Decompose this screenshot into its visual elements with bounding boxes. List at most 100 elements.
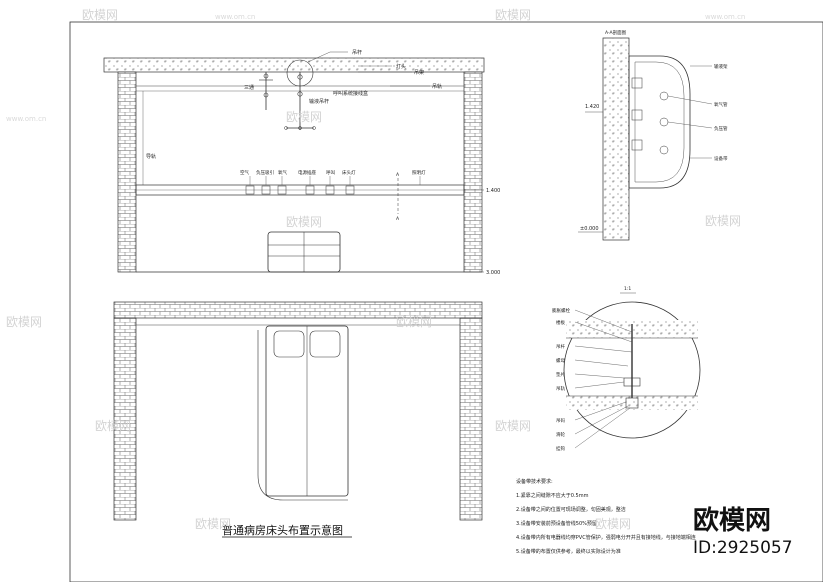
iv-hook [298,126,302,130]
section-pipe [659,145,669,155]
label-hanger-rod: 吊杆 [352,49,362,56]
elevation-left-side: 3.000 [486,270,500,276]
label-oxygen: 氧气 [278,169,287,176]
elevation-floor: ±0.000 [580,226,599,232]
plan-pillow [273,330,305,358]
leader-line [574,359,629,367]
leader-line [574,321,633,343]
drawing-frame [69,21,823,582]
leader-line [574,345,633,353]
detail-scale: 1:1 [624,286,631,292]
label-vacuum-pipe: 负压管 [714,125,728,132]
label-ceiling-rail: 吊轨 [432,83,442,90]
right-wall [463,71,483,273]
section-duct [631,77,643,89]
outlet-oxygen [277,185,287,195]
detail-leader [307,51,331,63]
label-call-box: 呼叫系统接线盒 [333,90,368,97]
watermark-layer: 欧模网 www.om.cn 欧模网 www.om.cn www.om.cn 欧模… [6,8,745,531]
plan-right-wall [459,317,483,521]
leader-line [574,405,629,435]
watermark-site: www.om.cn [705,13,745,21]
section-mark: A [396,216,400,222]
label-bracket: 吊架 [414,70,424,76]
section-label: A-A剖面图 [605,29,627,36]
elevation-upper-right: 1.420 [585,104,599,110]
outlet-vacuum [261,185,271,195]
detail-lower-slab [566,396,698,410]
watermark-brand: 欧模网 [705,214,741,228]
label-rail: 吊轨 [556,385,565,392]
label-bedlamp: 床头灯 [342,169,356,176]
watermark-brand: 欧模网 [6,315,42,329]
watermark-brand: 欧模网 [82,8,118,22]
label-clip: 吊码 [556,417,565,424]
technical-notes: 设备带技术要求: 1.紧靠之间缝隙不应大于0.5mm 2.设备带之间的位置可现场… [516,478,696,555]
detail-view: 1:1 膨胀螺栓 楼板 吊杆 螺母 垫片 吊轨 吊码 滑轮 挂钩 [552,286,701,452]
upper-elevation-view: 吊杆 灯头 吊架 三通 输液吊杆 呼叫系统接线盒 吊轨 导轨 空气 负压吸引 氧… [103,49,500,276]
label-air: 空气 [240,169,249,176]
label-washer: 垫片 [556,371,565,378]
watermark-brand: 欧模网 [95,419,131,433]
notes-title: 设备带技术要求: [516,478,553,485]
label-guide-rail: 导轨 [146,153,156,160]
equipment-band-inner [634,61,685,183]
detail-callout-circle [286,59,314,87]
label-nut: 螺母 [556,357,565,364]
label-pulley: 滑轮 [556,431,565,438]
brand-logo-text: 欧模网 [693,505,771,536]
ceiling-slab [103,57,485,73]
iv-hook [312,126,316,130]
label-iv-rod: 输液吊杆 [309,98,329,105]
elevation-middle: 1.400 [486,188,500,194]
label-rod: 吊杆 [556,343,565,350]
brand-id-text: ID:2925057 [693,538,793,558]
outlet-bedlamp [345,185,355,195]
iv-pole-node [297,91,303,97]
leader-line [667,121,713,129]
left-wall [117,71,137,273]
equipment-band-profile [628,55,691,189]
note-item: 1.紧靠之间缝隙不应大于0.5mm [516,492,589,499]
leader-line [667,95,713,105]
label-lighting: 照明灯 [412,169,426,176]
watermark-site: www.om.cn [215,13,255,21]
watermark-brand: 欧模网 [595,517,631,531]
hanger-node [263,73,269,79]
label-iv-stand: 输液架 [714,63,728,70]
watermark-brand: 欧模网 [495,8,531,22]
label-tee: 三通 [244,84,254,91]
note-item: 4.设备带内所有电器线均穿PVC管保护，强弱电分开并且有接地线，与接地端相连 [516,534,696,541]
section-duct [631,109,643,121]
detail-hook [625,397,639,409]
leader-line [574,309,633,333]
leader-line [574,407,631,449]
label-hook: 挂钩 [556,445,565,452]
label-socket: 电源插座 [298,169,316,176]
watermark-brand: 欧模网 [286,110,322,124]
watermark-brand: 欧模网 [396,315,432,329]
outlet-air [245,185,255,195]
lower-plan-view: 普通病房床头布置示意图 [113,301,483,541]
section-mark: A [396,172,400,178]
leader-line [574,381,625,389]
watermark-brand: 欧模网 [495,419,531,433]
section-duct [631,139,643,151]
label-oxygen-pipe: 氧气管 [714,101,728,108]
section-a-a-view: A-A剖面图 输液架 氧气管 负压管 设备带 1.420 ±0.000 [578,29,728,241]
outlet-socket [305,185,315,195]
label-equipment-band: 设备带 [714,155,728,162]
title-background [214,517,356,541]
section-wall [602,37,630,241]
plan-pillow [309,330,341,358]
label-call: 呼叫 [326,169,335,176]
plan-top-wall [113,301,483,319]
iv-hook [284,126,288,130]
note-item: 5.设备带的布置仅供参考，最终以实际设计为准 [516,548,621,555]
iv-pole-node [297,74,303,80]
label-slab: 楼板 [556,319,565,326]
branding-block: 欧模网 ID:2925057 [693,505,793,558]
section-pipe [659,91,669,101]
